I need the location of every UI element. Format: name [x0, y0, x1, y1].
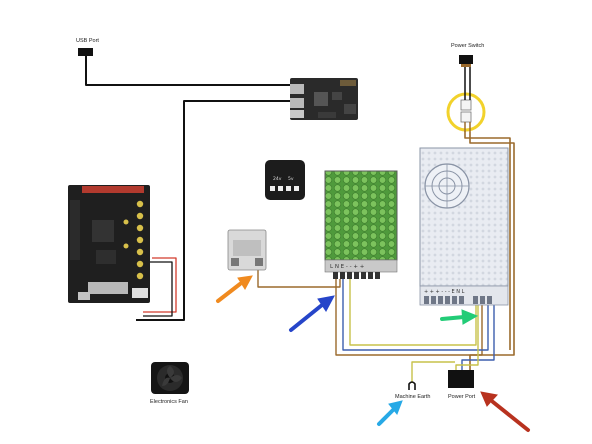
machine-earth-label: Machine Earth — [395, 394, 430, 400]
power-switch-connector-highlight — [446, 92, 486, 132]
mainboard — [68, 185, 150, 303]
single-board-computer — [290, 78, 358, 120]
arrow-red — [480, 391, 530, 432]
power-switch-label: Power Switch — [451, 43, 484, 49]
large-psu-terminal-labels: + + + - - - E N L — [424, 289, 465, 295]
arrow-orange — [216, 275, 253, 303]
usb-port-label: USB Port — [76, 38, 99, 44]
voltage-module-label-24v: 24v — [273, 176, 282, 182]
large-psu-fan — [424, 163, 470, 209]
machine-earth-terminal — [408, 381, 416, 390]
switch-wire-brown-2 — [469, 132, 515, 370]
electronics-fan-label: Electronics Fan — [150, 399, 188, 405]
small-psu-terminal-labels: L N E - - + + — [330, 264, 365, 270]
switch-wire-brown-1 — [464, 130, 511, 350]
wires — [85, 55, 515, 383]
arrow-cyan — [377, 400, 403, 426]
psu-small-live — [335, 279, 483, 356]
solid-state-relay — [227, 229, 267, 271]
power-port — [448, 370, 474, 388]
arrow-green — [440, 309, 479, 325]
ssr-to-psu-brown — [257, 270, 341, 288]
machine-earth-wire — [411, 361, 455, 383]
fan-wire-black — [143, 261, 173, 317]
large-psu-terminals — [424, 296, 492, 304]
fan-wire-red — [143, 257, 177, 313]
voltage-module: 24v 5v — [265, 160, 305, 200]
usb-cable — [85, 55, 296, 86]
psu-small-earth — [349, 279, 477, 346]
small-psu-terminals — [333, 272, 380, 279]
small-psu — [324, 170, 398, 279]
sbc-to-mainboard-cable — [136, 100, 292, 321]
voltage-module-label-5v: 5v — [288, 176, 294, 182]
power-port-label: Power Port — [448, 394, 476, 400]
usb-port — [78, 48, 93, 56]
large-psu — [419, 147, 509, 306]
psu-large-to-port-earth — [455, 305, 479, 370]
power-switch — [459, 55, 473, 92]
psu-small-neutral — [342, 279, 489, 351]
arrow-blue — [289, 295, 335, 332]
electronics-fan — [151, 362, 189, 394]
